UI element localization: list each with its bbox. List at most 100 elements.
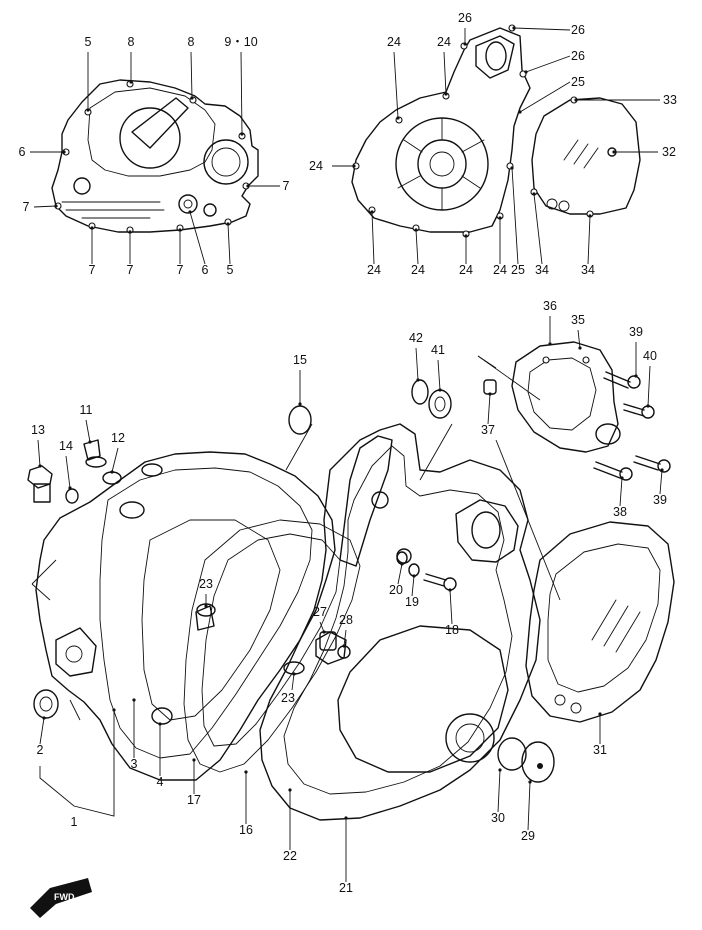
small-parts-illustration	[27, 371, 671, 783]
callout-label-c42: 42	[409, 331, 423, 345]
callout-leader-c24d	[371, 211, 375, 265]
callout-point-c22	[288, 788, 292, 792]
callout-point-c7r	[246, 184, 250, 188]
callout-leader-c12	[111, 447, 119, 473]
callout-point-c32	[612, 150, 616, 154]
callout-label-c40: 40	[643, 349, 657, 363]
callout-leader-c28	[343, 629, 347, 647]
callout-point-c34a	[532, 192, 536, 196]
callout-leader-c24b	[443, 51, 447, 95]
callout-point-c23a	[204, 604, 208, 608]
guide-line	[69, 699, 81, 721]
callout-label-c25b: 25	[511, 263, 525, 277]
callout-label-c35: 35	[571, 313, 585, 327]
callout-leader-c42	[415, 347, 419, 381]
guide-line	[419, 423, 453, 481]
callout-leader-c29	[527, 781, 531, 831]
callout-point-c31	[598, 712, 602, 716]
callout-leader-c6b	[189, 211, 206, 265]
callout-leader-c5b	[227, 223, 231, 265]
callout-point-c27	[322, 630, 326, 634]
callout-label-c20: 20	[389, 583, 403, 597]
callout-label-c24a: 24	[387, 35, 401, 49]
callout-point-c7l	[54, 204, 58, 208]
callout-label-c12: 12	[111, 431, 125, 445]
callout-point-c6b	[188, 210, 192, 214]
callout-leader-c2	[39, 717, 45, 745]
callout-point-c24c	[352, 164, 356, 168]
callout-point-c24a	[396, 116, 400, 120]
callout-label-c11: 11	[80, 403, 93, 417]
callout-point-c29	[528, 780, 532, 784]
callout-point-c40	[646, 404, 650, 408]
callout-leader-c35	[577, 329, 581, 349]
callout-label-c27: 27	[313, 605, 327, 619]
callout-label-c910: 9・10	[224, 35, 257, 49]
callout-leader-c40	[647, 365, 651, 407]
callout-point-c24e	[414, 228, 418, 232]
callout-leader-c24a	[393, 51, 399, 119]
callout-point-c11	[88, 440, 92, 444]
callout-point-c34b	[588, 214, 592, 218]
callout-point-c13	[38, 464, 42, 468]
callout-leader-c1	[39, 710, 115, 817]
callout-label-c24c: 24	[309, 159, 323, 173]
fwd-arrow-icon: FWD	[30, 878, 92, 918]
guide-line	[285, 423, 313, 471]
callout-leader-c38	[619, 477, 623, 507]
callout-point-c24d	[370, 210, 374, 214]
callout-point-c14	[68, 486, 72, 490]
callout-point-c8b	[190, 96, 194, 100]
fwd-label: FWD	[54, 892, 75, 902]
callout-point-c3	[132, 698, 136, 702]
callout-label-c8b: 8	[188, 35, 195, 49]
callout-label-c17: 17	[187, 793, 201, 807]
callout-label-c24g: 24	[493, 263, 507, 277]
callout-point-c5b	[226, 222, 230, 226]
callout-leader-c7l	[33, 205, 57, 208]
callout-point-c18	[448, 588, 452, 592]
callout-leader-c8b	[190, 51, 193, 99]
callout-label-c24d: 24	[367, 263, 381, 277]
callout-point-c4	[158, 722, 162, 726]
callout-point-c39b	[660, 468, 664, 472]
crankcase-right-illustration	[35, 451, 336, 781]
guide-line	[31, 583, 51, 601]
callout-point-c6a	[62, 150, 66, 154]
callout-label-c5a: 5	[85, 35, 92, 49]
callout-leader-c37	[487, 393, 491, 425]
callout-label-c14: 14	[59, 439, 73, 453]
callout-point-c7b1	[90, 226, 94, 230]
callout-label-c26a: 26	[458, 11, 472, 25]
callout-point-c19	[412, 574, 416, 578]
callout-point-c8a	[129, 80, 133, 84]
callout-label-c29: 29	[521, 829, 535, 843]
sprocket-cover-small-illustration	[530, 96, 641, 218]
callout-leader-c13	[37, 439, 41, 467]
callout-point-c24f	[464, 234, 468, 238]
callout-point-c33	[574, 98, 578, 102]
callout-point-c7b3	[178, 228, 182, 232]
callout-leader-c41	[437, 359, 441, 391]
callout-point-c38	[620, 476, 624, 480]
callout-point-c24g	[498, 216, 502, 220]
callout-label-c3: 3	[131, 757, 138, 771]
callout-label-c24e: 24	[411, 263, 425, 277]
callout-point-c39a	[634, 374, 638, 378]
callout-leader-c26b	[513, 27, 571, 31]
guide-line	[477, 355, 497, 369]
callout-label-c7b2: 7	[127, 263, 134, 277]
callout-label-c22: 22	[283, 849, 297, 863]
sprocket-cover-large-illustration	[525, 521, 675, 723]
callout-label-c34b: 34	[581, 263, 595, 277]
callout-label-c16: 16	[239, 823, 253, 837]
callout-leader-c23b	[291, 673, 295, 691]
callout-label-c2: 2	[37, 743, 44, 757]
callout-leader-c39b	[659, 469, 663, 495]
callout-point-c35	[578, 346, 582, 350]
callout-point-c20	[400, 562, 404, 566]
callout-label-c41: 41	[431, 343, 445, 357]
callout-point-c24b	[444, 92, 448, 96]
callout-point-c16	[244, 770, 248, 774]
